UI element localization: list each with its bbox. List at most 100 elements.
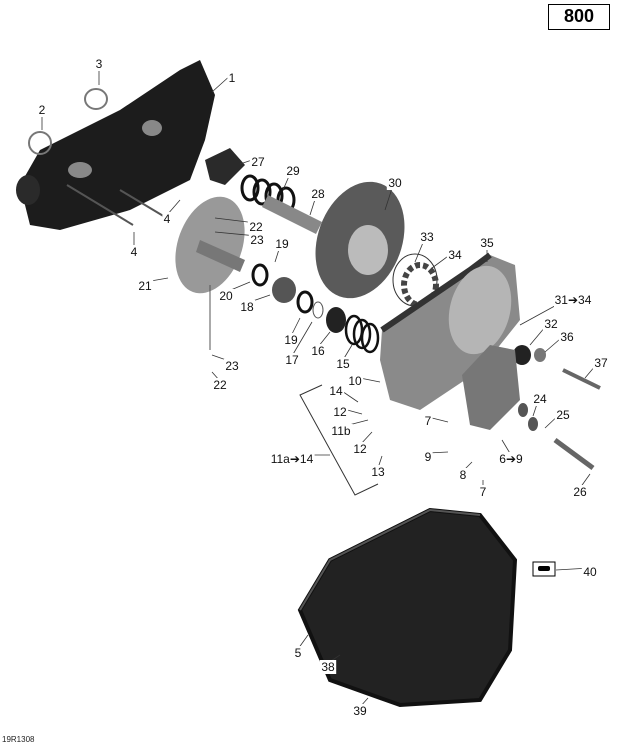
callout-bg bbox=[554, 408, 572, 422]
callout-bg bbox=[478, 236, 496, 250]
callout-bg bbox=[269, 452, 315, 466]
callout-bg bbox=[581, 565, 599, 579]
callout-bg bbox=[592, 356, 610, 370]
callout-bg bbox=[129, 245, 139, 259]
callout-label-6: 30 bbox=[388, 176, 402, 190]
callout-bg bbox=[248, 233, 266, 247]
callout-bg bbox=[247, 220, 265, 234]
callout-label-37: 8 bbox=[460, 468, 467, 482]
callout-label-11: 19 bbox=[275, 237, 289, 251]
callout-bg bbox=[331, 405, 349, 419]
callout-label-34: 24 bbox=[533, 392, 547, 406]
leader-line bbox=[291, 321, 313, 357]
model-badge: 800 bbox=[548, 4, 610, 30]
callout-bg bbox=[327, 384, 345, 398]
callout-label-38: 6➔9 bbox=[499, 452, 523, 466]
callout-bg bbox=[346, 374, 364, 388]
callout-label-21: 35 bbox=[480, 236, 494, 250]
callout-bg bbox=[238, 300, 256, 314]
callout-bg bbox=[478, 485, 488, 499]
callout-bg bbox=[284, 164, 302, 178]
callout-bg bbox=[531, 392, 549, 406]
callout-label-31: 13 bbox=[371, 465, 385, 479]
callout-label-7: 4 bbox=[164, 212, 171, 226]
callout-bg bbox=[458, 468, 468, 482]
callout-bg bbox=[249, 155, 267, 169]
callout-bg bbox=[423, 414, 433, 428]
parts-illustration bbox=[16, 60, 601, 708]
callout-label-0: 1 bbox=[229, 71, 236, 85]
inner-cover bbox=[20, 60, 215, 230]
callout-label-13: 20 bbox=[219, 289, 233, 303]
callout-label-2: 3 bbox=[96, 57, 103, 71]
callout-label-26: 10 bbox=[348, 374, 362, 388]
callout-label-40: 26 bbox=[573, 485, 587, 499]
callout-label-24: 36 bbox=[560, 330, 574, 344]
callout-label-5: 28 bbox=[311, 187, 325, 201]
callout-label-32: 11a➔14 bbox=[271, 452, 314, 466]
callout-label-4: 29 bbox=[286, 164, 300, 178]
callout-bg bbox=[554, 293, 592, 307]
callout-label-15: 19 bbox=[284, 333, 298, 347]
callout-label-39: 7 bbox=[480, 485, 487, 499]
callout-label-8: 4 bbox=[131, 245, 138, 259]
callout-label-43: 40 bbox=[583, 565, 597, 579]
callout-bg bbox=[282, 333, 300, 347]
callout-label-23: 32 bbox=[544, 317, 558, 331]
callout-label-9: 22 bbox=[249, 220, 263, 234]
callout-label-12: 21 bbox=[138, 279, 152, 293]
callout-label-44: 5 bbox=[295, 646, 302, 660]
callout-bg bbox=[293, 646, 303, 660]
callout-bg bbox=[571, 485, 589, 499]
callout-label-20: 34 bbox=[448, 248, 462, 262]
callout-bg bbox=[334, 357, 352, 371]
callout-label-33: 7 bbox=[425, 414, 432, 428]
callout-bg bbox=[217, 289, 235, 303]
callout-label-35: 25 bbox=[556, 408, 570, 422]
callout-bg bbox=[418, 230, 436, 244]
callout-label-45: 38 bbox=[321, 660, 335, 674]
callout-bg bbox=[227, 71, 237, 85]
callout-label-16: 17 bbox=[285, 353, 299, 367]
reference-code: 19R1308 bbox=[2, 735, 35, 744]
callout-bg bbox=[499, 452, 523, 466]
callout-label-46: 39 bbox=[353, 704, 367, 718]
callout-label-36: 9 bbox=[425, 450, 432, 464]
callout-label-14: 18 bbox=[240, 300, 254, 314]
callout-bg bbox=[369, 465, 387, 479]
callout-label-29: 11b bbox=[331, 424, 350, 438]
callout-bg bbox=[446, 248, 464, 262]
callout-label-25: 37 bbox=[594, 356, 608, 370]
callout-label-17: 16 bbox=[311, 344, 325, 358]
callout-label-19: 33 bbox=[420, 230, 434, 244]
callout-bg bbox=[94, 57, 104, 71]
callout-bg bbox=[351, 704, 369, 718]
callout-bg bbox=[542, 317, 560, 331]
callout-bg bbox=[386, 176, 404, 190]
callout-bg bbox=[37, 103, 47, 117]
callout-label-42: 22 bbox=[213, 378, 227, 392]
callout-label-30: 12 bbox=[353, 442, 367, 456]
callout-label-3: 27 bbox=[251, 155, 265, 169]
callout-label-27: 14 bbox=[329, 384, 343, 398]
callout-label-22: 31➔34 bbox=[555, 293, 592, 307]
callout-label-18: 15 bbox=[336, 357, 350, 371]
callout-label-28: 12 bbox=[333, 405, 347, 419]
callout-bg bbox=[329, 424, 353, 438]
callout-bg bbox=[162, 212, 172, 226]
callout-bg bbox=[558, 330, 576, 344]
outer-cover bbox=[297, 507, 518, 708]
callout-bg bbox=[309, 187, 327, 201]
callout-bg bbox=[319, 660, 337, 674]
callout-label-1: 2 bbox=[39, 103, 46, 117]
callout-bg bbox=[136, 279, 154, 293]
callout-bg bbox=[309, 344, 327, 358]
callout-label-10: 23 bbox=[250, 233, 264, 247]
callout-bg bbox=[423, 450, 433, 464]
callout-label-41: 23 bbox=[225, 359, 239, 373]
callout-bg bbox=[223, 359, 241, 373]
callout-bg bbox=[273, 237, 291, 251]
callout-bg bbox=[351, 442, 369, 456]
